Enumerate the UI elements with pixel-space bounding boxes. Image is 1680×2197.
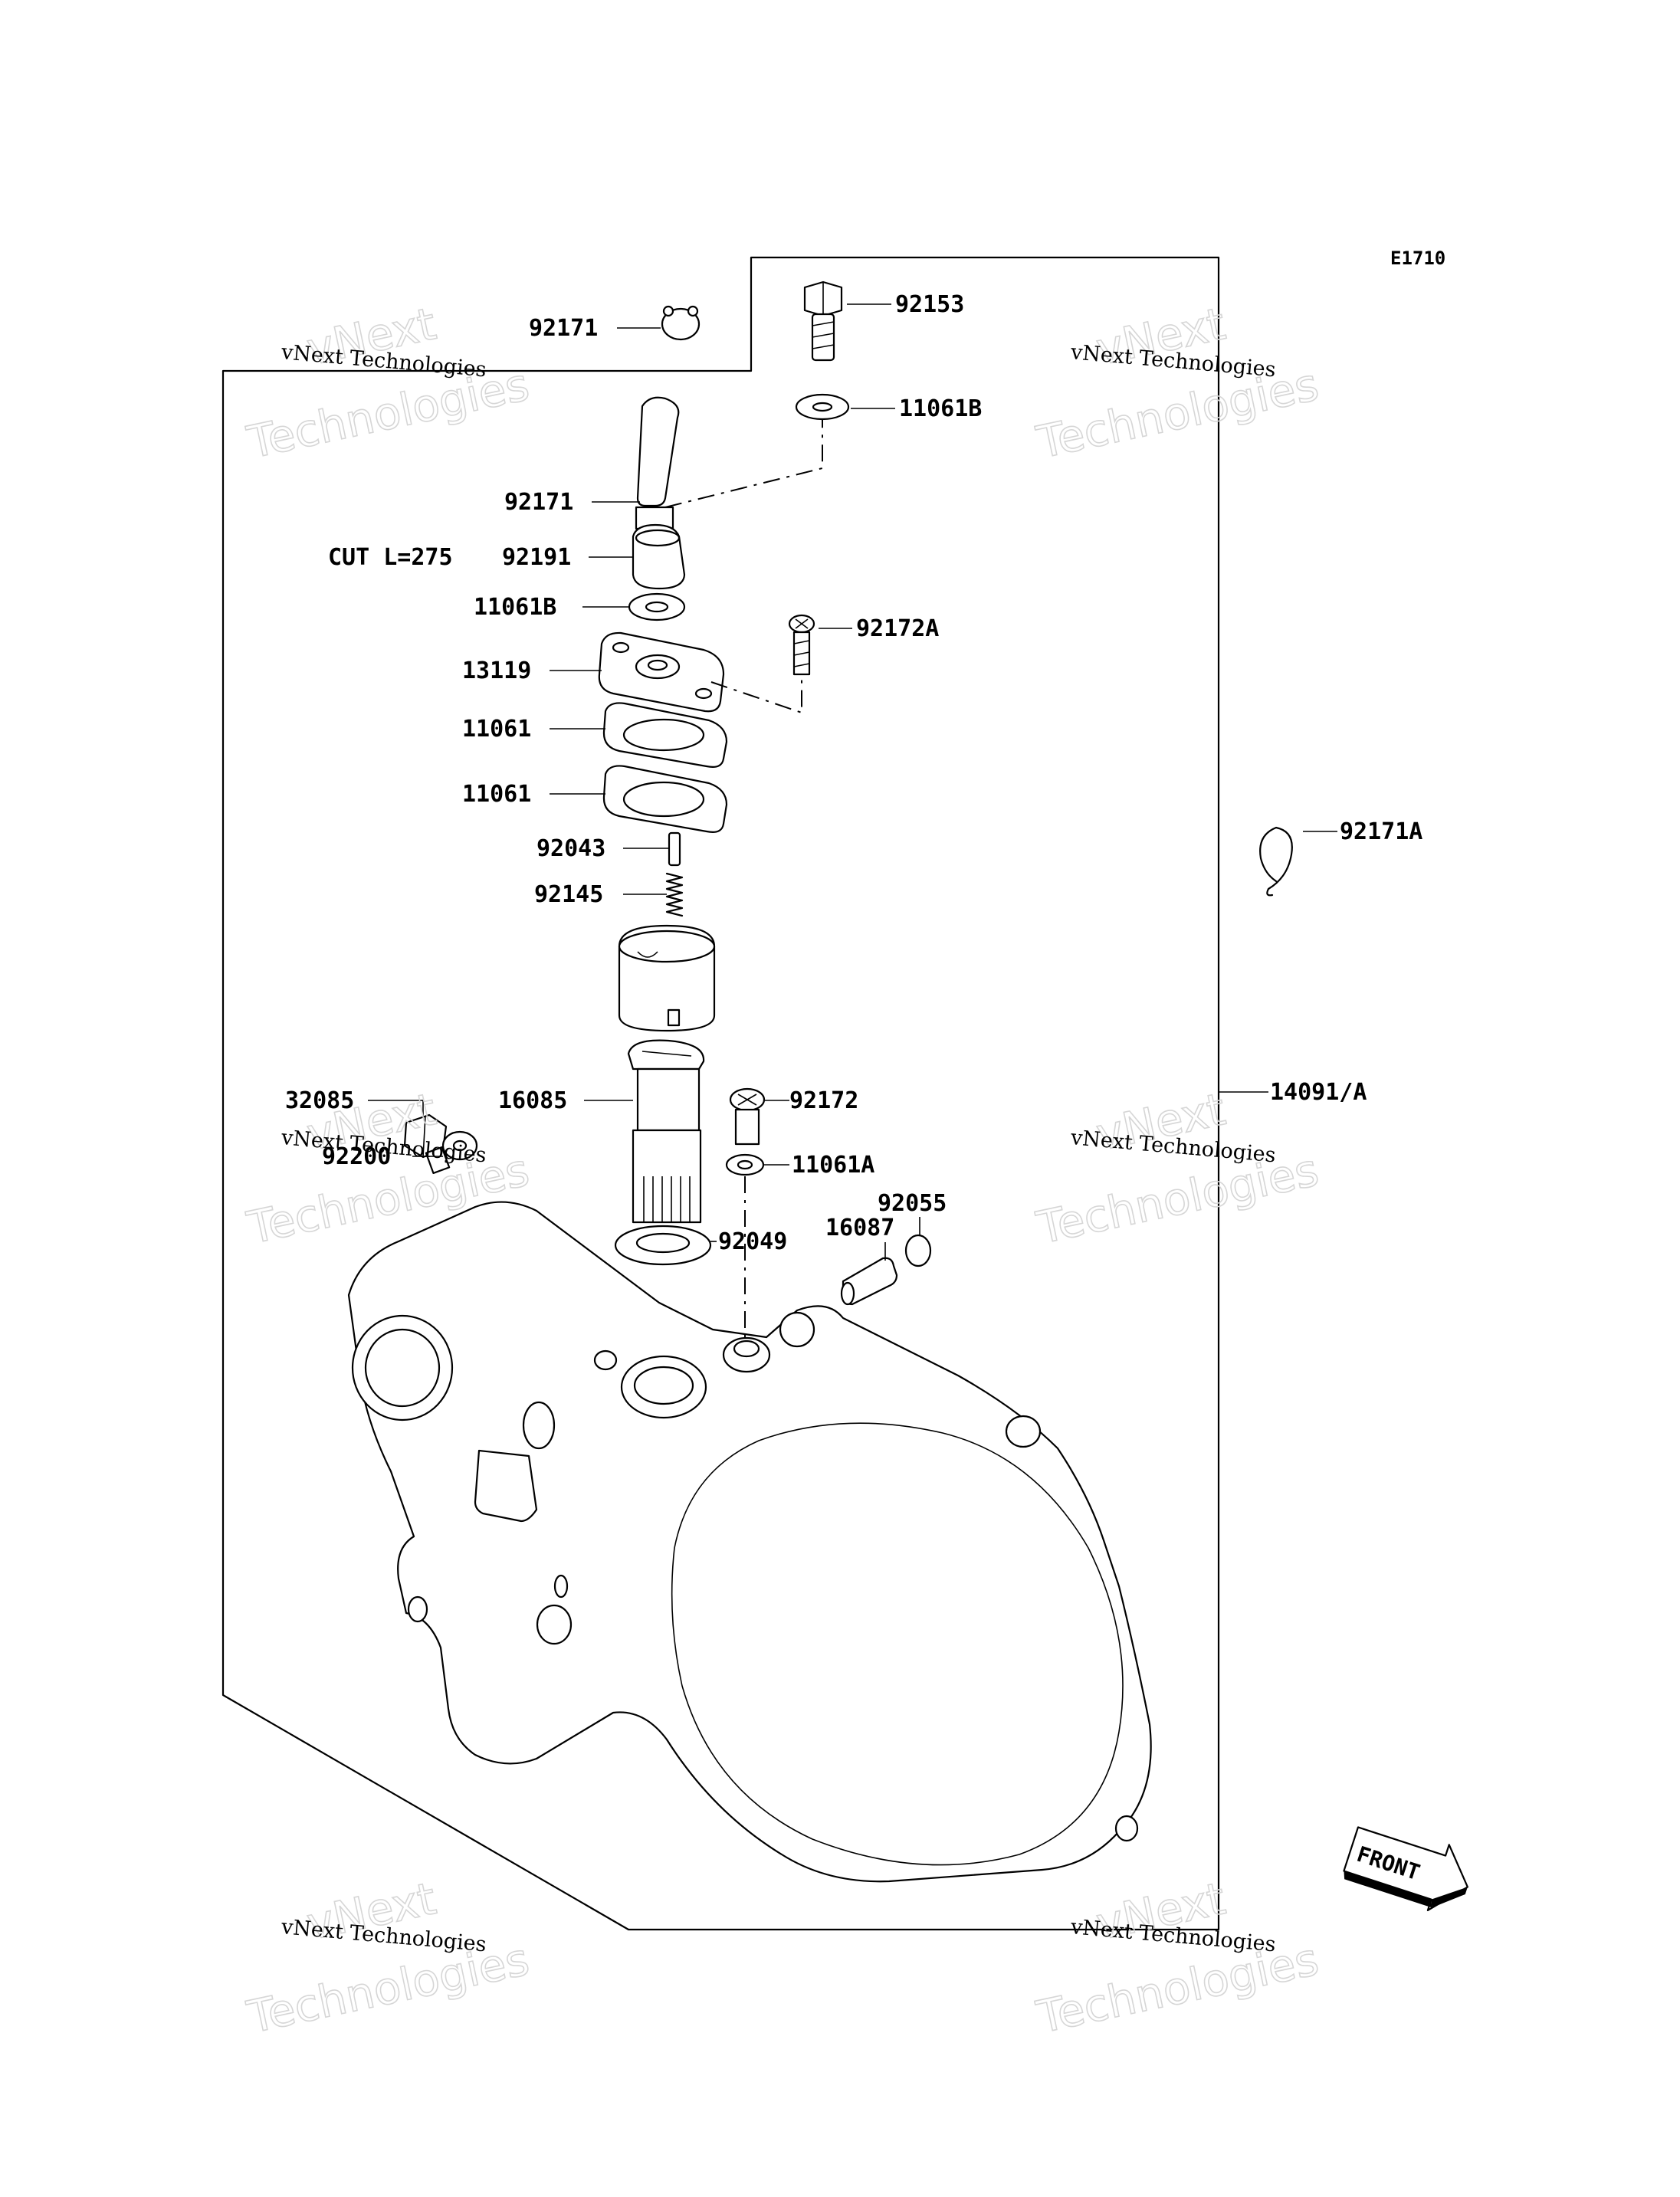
svg-text:Technologies: Technologies <box>242 1933 533 2043</box>
washer-92049 <box>614 1225 712 1266</box>
label-11061b-left: 11061B <box>474 594 556 621</box>
washer-92200 <box>441 1130 478 1161</box>
gasket-11061-lower <box>602 765 728 833</box>
label-14091a: 14091/A <box>1270 1079 1367 1106</box>
watermark-br: vNext Technologies vNext Technologies <box>1032 1871 1324 2044</box>
pin-92043 <box>668 831 681 867</box>
bolt-92153 <box>803 280 843 362</box>
pin-16087 <box>840 1257 898 1306</box>
shaft-16085 <box>627 1039 705 1224</box>
label-92172a: 92172A <box>856 615 939 642</box>
svg-text:Technologies: Technologies <box>1032 1143 1323 1254</box>
cut-note: CUT L=275 <box>328 544 453 571</box>
svg-text:Technologies: Technologies <box>1032 1933 1323 2043</box>
label-92171-hose: 92171 <box>504 489 573 516</box>
front-arrow: FRONT <box>1343 1826 1468 1911</box>
clip-92171a <box>1259 826 1293 897</box>
screw-92172 <box>729 1087 766 1146</box>
centerline-hose-washer <box>664 420 823 508</box>
label-16087: 16087 <box>825 1215 894 1241</box>
label-32085: 32085 <box>285 1087 354 1114</box>
diagram-code: E1710 <box>1390 248 1445 269</box>
label-92049: 92049 <box>718 1228 787 1255</box>
washer-11061a <box>725 1153 765 1176</box>
label-92172: 92172 <box>789 1087 858 1114</box>
label-11061b-right: 11061B <box>899 395 982 422</box>
plunger <box>618 924 716 1032</box>
watermark-bl: vNext Technologies vNext Technologies <box>242 1871 534 2044</box>
cover-13119 <box>598 631 725 713</box>
hose-92191 <box>632 396 686 590</box>
label-92145: 92145 <box>534 881 603 908</box>
label-92200: 92200 <box>322 1143 391 1170</box>
oring-92055 <box>904 1234 932 1267</box>
label-92055: 92055 <box>878 1190 947 1217</box>
watermark-tr: vNext Technologies vNext Technologies <box>1032 297 1324 469</box>
label-16085: 16085 <box>498 1087 567 1114</box>
label-11061a: 11061A <box>792 1152 874 1179</box>
label-13119: 13119 <box>462 657 531 684</box>
label-11061-lower: 11061 <box>462 781 531 808</box>
label-92153: 92153 <box>895 291 964 318</box>
label-92043: 92043 <box>536 835 605 862</box>
label-92171-top: 92171 <box>529 315 598 342</box>
spring-92145 <box>665 872 684 917</box>
screw-92172a <box>788 614 815 676</box>
watermark-tl: vNext Technologies vNext Technologies <box>242 297 534 469</box>
assembly-boundary <box>221 256 1220 1931</box>
label-11061-upper: 11061 <box>462 716 531 743</box>
svg-text:Technologies: Technologies <box>1032 358 1323 468</box>
washer-11061b-left <box>628 592 686 621</box>
engine-cover-14091 <box>347 1201 1152 1883</box>
label-92171a: 92171A <box>1340 818 1422 845</box>
gasket-11061-upper <box>602 702 728 768</box>
washer-11061b-top <box>795 393 850 421</box>
watermark-mr: vNext Technologies vNext Technologies <box>1032 1082 1324 1254</box>
centerline-screw-cover <box>710 674 802 714</box>
clip-92171-top <box>661 305 701 341</box>
label-92191: 92191 <box>502 544 571 571</box>
svg-text:Technologies: Technologies <box>242 358 533 468</box>
